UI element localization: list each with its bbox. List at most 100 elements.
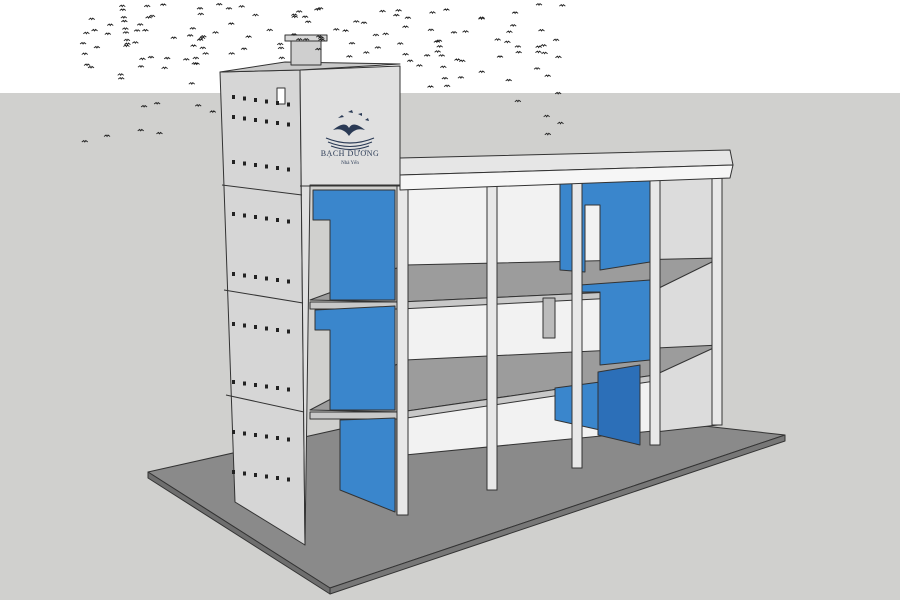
bird-icon bbox=[296, 37, 303, 41]
bird-icon bbox=[118, 4, 126, 8]
entry-hole bbox=[243, 381, 246, 386]
entry-hole bbox=[287, 102, 290, 107]
entry-hole bbox=[254, 433, 257, 437]
bird-icon bbox=[396, 42, 404, 46]
entry-hole bbox=[243, 471, 246, 476]
bird-icon bbox=[514, 45, 522, 49]
bird-icon bbox=[133, 29, 141, 33]
bird-icon bbox=[123, 44, 130, 48]
bird-icon bbox=[372, 33, 380, 37]
bird-icon bbox=[295, 10, 303, 14]
bird-icon bbox=[404, 16, 412, 20]
bird-icon bbox=[159, 3, 167, 7]
entry-hole bbox=[276, 436, 279, 440]
bird-icon bbox=[346, 55, 353, 58]
bird-icon bbox=[139, 57, 146, 61]
bird-icon bbox=[314, 7, 321, 11]
bird-icon bbox=[538, 28, 545, 32]
doorway bbox=[542, 297, 556, 339]
bird-icon bbox=[123, 38, 131, 42]
logo-title: BẠCH DƯƠNG bbox=[321, 149, 380, 158]
bird-icon bbox=[238, 5, 245, 9]
tower-cap bbox=[284, 34, 328, 66]
bird-icon bbox=[315, 35, 323, 38]
brand-logo: BẠCH DƯƠNG Nhà Yến bbox=[321, 110, 380, 166]
flying-birds bbox=[79, 2, 566, 143]
bird-icon bbox=[192, 56, 200, 60]
entry-hole bbox=[276, 476, 279, 480]
bird-icon bbox=[443, 84, 451, 88]
bird-icon bbox=[87, 65, 95, 69]
entry-hole bbox=[254, 118, 257, 122]
bird-icon bbox=[353, 20, 360, 24]
bird-icon bbox=[557, 121, 564, 125]
bird-icon bbox=[119, 8, 127, 12]
bird-icon bbox=[183, 57, 190, 61]
entry-hole bbox=[243, 161, 246, 166]
entry-hole bbox=[232, 115, 235, 119]
bird-icon bbox=[416, 64, 423, 68]
bird-icon bbox=[88, 17, 95, 21]
bird-icon bbox=[137, 128, 145, 132]
bird-icon bbox=[302, 38, 310, 41]
bird-icon bbox=[153, 101, 161, 105]
bird-icon bbox=[189, 26, 197, 30]
bird-icon bbox=[315, 47, 322, 51]
bird-icon bbox=[541, 51, 548, 55]
bird-icon bbox=[402, 25, 409, 29]
bird-icon bbox=[318, 38, 325, 42]
bird-icon bbox=[106, 23, 114, 27]
bird-icon bbox=[559, 3, 566, 7]
bird-icon bbox=[212, 31, 219, 35]
bird-icon bbox=[122, 31, 130, 35]
entry-hole bbox=[265, 216, 268, 221]
bird-icon bbox=[240, 47, 248, 51]
bird-icon bbox=[79, 41, 87, 45]
bird-icon bbox=[228, 22, 235, 26]
entry-hole bbox=[287, 122, 290, 127]
bird-icon bbox=[137, 65, 145, 69]
bird-icon bbox=[142, 28, 149, 32]
bird-icon bbox=[225, 6, 233, 10]
bird-icon bbox=[450, 30, 458, 34]
entry-hole bbox=[287, 219, 290, 224]
entry-hole bbox=[265, 474, 268, 479]
bird-icon bbox=[478, 17, 485, 21]
bird-icon bbox=[196, 6, 204, 10]
bird-icon bbox=[186, 34, 194, 38]
bird-icon bbox=[443, 8, 450, 12]
bird-icon bbox=[511, 11, 519, 15]
vent-window bbox=[276, 87, 286, 105]
bird-icon bbox=[535, 45, 542, 49]
bird-icon bbox=[348, 41, 356, 45]
bird-icon bbox=[266, 28, 273, 32]
logo-subtitle: Nhà Yến bbox=[341, 161, 359, 166]
bird-icon bbox=[197, 12, 205, 16]
entry-hole bbox=[265, 119, 268, 124]
entry-hole bbox=[232, 95, 235, 99]
bird-icon bbox=[117, 73, 124, 77]
entry-hole bbox=[254, 215, 257, 219]
entry-hole bbox=[276, 121, 279, 125]
entry-hole bbox=[254, 473, 257, 477]
bird-icon bbox=[163, 56, 171, 60]
bird-icon bbox=[506, 30, 513, 34]
bird-icon bbox=[104, 32, 112, 36]
bird-icon bbox=[83, 31, 90, 35]
bird-icon bbox=[91, 28, 98, 32]
bird-icon bbox=[554, 91, 562, 95]
roof-beam bbox=[399, 149, 734, 191]
entry-hole bbox=[287, 279, 290, 284]
bird-icon bbox=[198, 36, 206, 40]
bird-icon bbox=[228, 52, 235, 56]
bird-icon bbox=[291, 15, 299, 19]
entry-hole bbox=[276, 101, 279, 105]
column bbox=[571, 177, 583, 469]
bird-icon bbox=[441, 76, 449, 80]
bird-icon bbox=[478, 70, 486, 74]
entry-hole bbox=[265, 164, 268, 169]
entry-hole bbox=[276, 328, 279, 332]
bird-icon bbox=[121, 19, 128, 23]
bird-icon bbox=[122, 27, 129, 31]
